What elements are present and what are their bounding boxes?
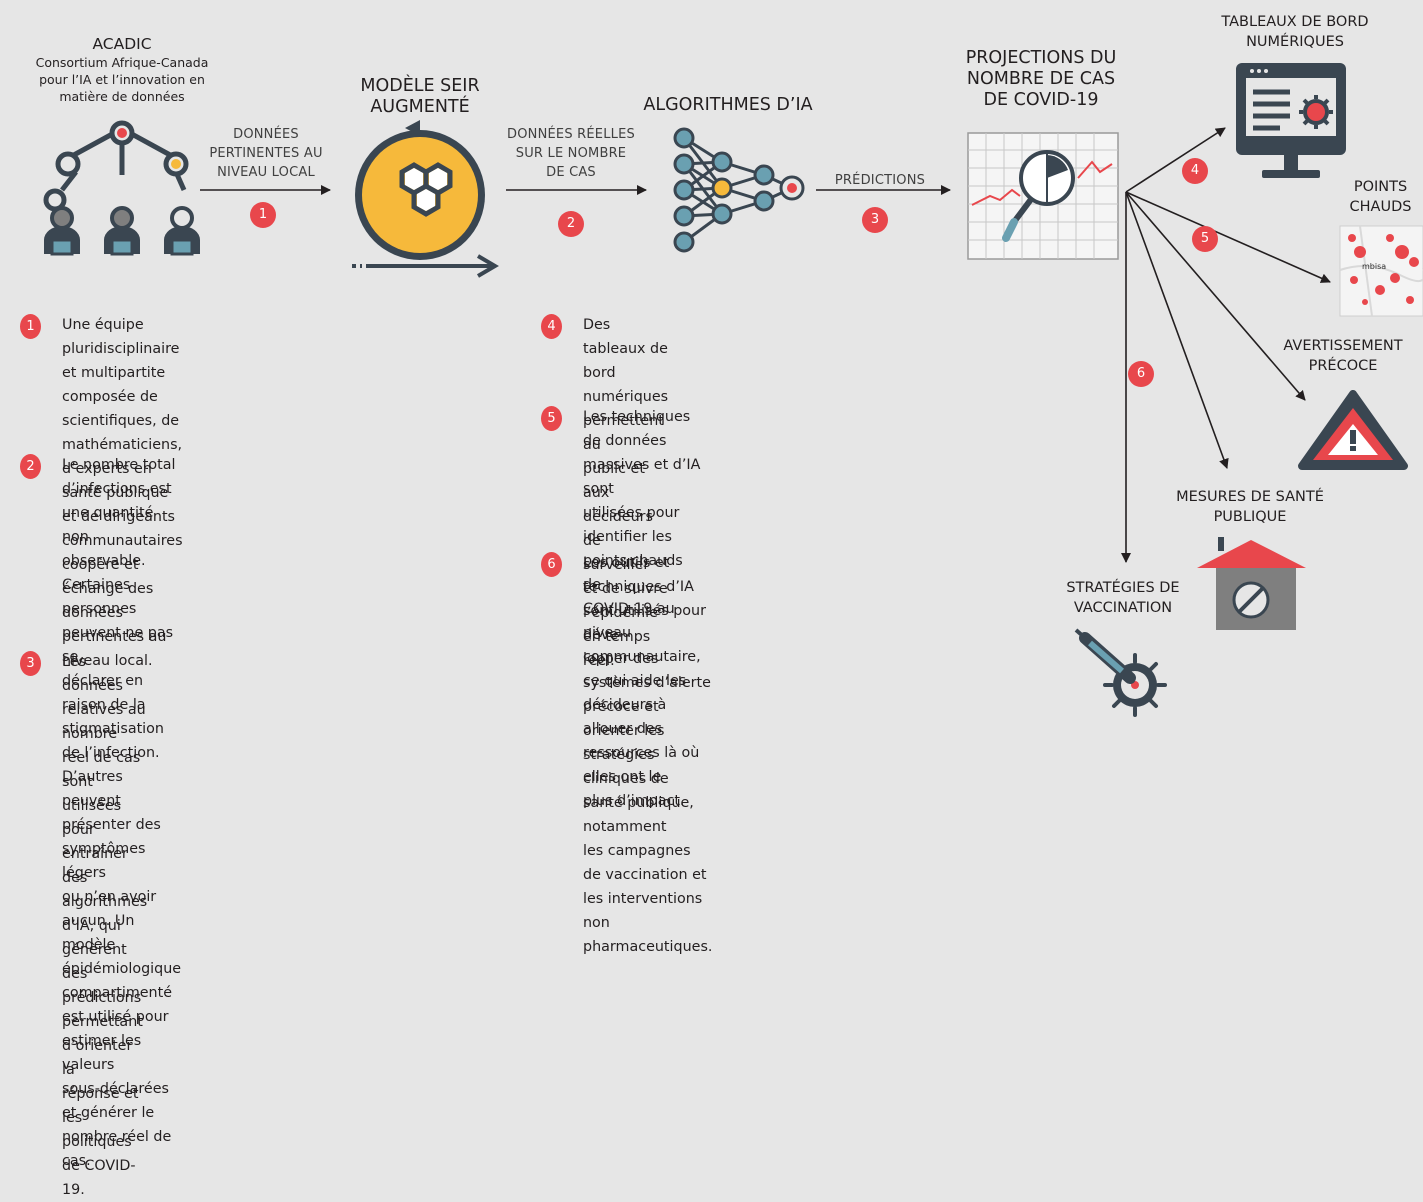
edge-label-line: DE CAS	[546, 165, 596, 180]
projections-title-line: DE COVID-19	[983, 90, 1099, 110]
vaccination-title: STRATÉGIES DE VACCINATION	[1048, 578, 1198, 618]
hotspots-title-line: POINTS	[1353, 179, 1408, 195]
edge-badge-2: 2	[558, 211, 584, 237]
edge-label-line: DONNÉES RÉELLES	[507, 127, 635, 142]
dashboards-title-line: TABLEAUX DE BORD	[1221, 14, 1369, 30]
edge-label-line: DONNÉES	[233, 127, 299, 142]
acadic-title: ACADIC	[92, 35, 152, 53]
seir-model-icon	[352, 120, 499, 278]
step-number: 1	[20, 314, 41, 339]
dashboard-monitor-icon	[1236, 63, 1346, 178]
hotspots-title-line: CHAUDS	[1349, 199, 1412, 215]
ai-title: ALGORITHMES D’IA	[643, 95, 813, 115]
vaccination-title-line: STRATÉGIES DE	[1066, 580, 1180, 596]
diagram-graphics	[43, 63, 1423, 717]
edge-arrows	[200, 127, 1331, 563]
step-text: Les outils et techniques d’IA sont utili…	[583, 555, 713, 955]
acadic-subtitle-line: pour l’IA et l’innovation en	[39, 72, 205, 87]
person-icon-middle	[104, 206, 140, 256]
edge-label-line: NIVEAU LOCAL	[217, 165, 315, 180]
acadic-subtitle-line: matière de données	[59, 89, 185, 104]
public-health-title-line: MESURES DE SANTÉ	[1176, 489, 1324, 505]
output-badge-4: 4	[1182, 158, 1208, 184]
public-health-title-line: PUBLIQUE	[1213, 509, 1287, 525]
dashboards-title-line: NUMÉRIQUES	[1246, 34, 1344, 50]
projection-chart-icon	[967, 132, 1119, 260]
edge-label-real-cases: DONNÉES RÉELLES SUR LE NOMBRE DE CAS	[496, 125, 646, 182]
dashboards-title: TABLEAUX DE BORD NUMÉRIQUES	[1195, 12, 1395, 52]
neural-network-icon	[673, 127, 805, 253]
edge-label-local-data: DONNÉES PERTINENTES AU NIVEAU LOCAL	[196, 125, 336, 182]
public-health-title: MESURES DE SANTÉ PUBLIQUE	[1150, 487, 1350, 527]
edge-label-predictions: PRÉDICTIONS	[834, 173, 926, 188]
hotspot-map-label: mbisa	[1362, 262, 1387, 271]
person-icon-left	[44, 206, 80, 256]
step-number: 4	[541, 314, 562, 339]
step-text: Une équipe pluridisciplinaire et multipa…	[62, 317, 183, 669]
public-health-house-icon	[1197, 537, 1306, 630]
warning-title-line: AVERTISSEMENT	[1283, 338, 1403, 354]
seir-title-line: AUGMENTÉ	[370, 97, 470, 117]
output-badge-6: 6	[1128, 361, 1154, 387]
step-number: 2	[20, 454, 41, 479]
edge-label-line: PERTINENTES AU	[209, 146, 323, 161]
step-number: 5	[541, 406, 562, 431]
warning-triangle-icon	[1298, 390, 1408, 470]
step-text: Des tableaux de bord numériques permette…	[583, 317, 669, 669]
vaccination-icon	[1074, 628, 1167, 717]
seir-title: MODÈLE SEIR AUGMENTÉ	[330, 76, 510, 118]
vaccination-title-line: VACCINATION	[1073, 600, 1173, 616]
hotspot-map-icon	[1339, 225, 1423, 317]
output-badge-5: 5	[1192, 226, 1218, 252]
projections-title: PROJECTIONS DU NOMBRE DE CAS DE COVID-19	[935, 48, 1147, 111]
projections-title-line: NOMBRE DE CAS	[966, 69, 1116, 89]
projections-title-line: PROJECTIONS DU	[965, 48, 1117, 68]
warning-title-line: PRÉCOCE	[1308, 358, 1378, 374]
edge-badge-3: 3	[862, 207, 888, 233]
person-icon-right	[164, 206, 200, 256]
hotspots-title: POINTS CHAUDS	[1338, 177, 1423, 217]
step-number: 6	[541, 552, 562, 577]
acadic-subtitle: Consortium Afrique-Canada pour l’IA et l…	[2, 54, 242, 105]
acadic-subtitle-line: Consortium Afrique-Canada	[35, 55, 209, 70]
acadic-network-icon	[43, 120, 200, 256]
warning-title: AVERTISSEMENT PRÉCOCE	[1268, 336, 1418, 376]
edge-label-line: SUR LE NOMBRE	[515, 146, 627, 161]
seir-title-line: MODÈLE SEIR	[360, 76, 480, 96]
step-text: Les données relatives au nombre réel de …	[62, 654, 148, 1198]
step-number: 3	[20, 651, 41, 676]
edge-badge-1: 1	[250, 202, 276, 228]
